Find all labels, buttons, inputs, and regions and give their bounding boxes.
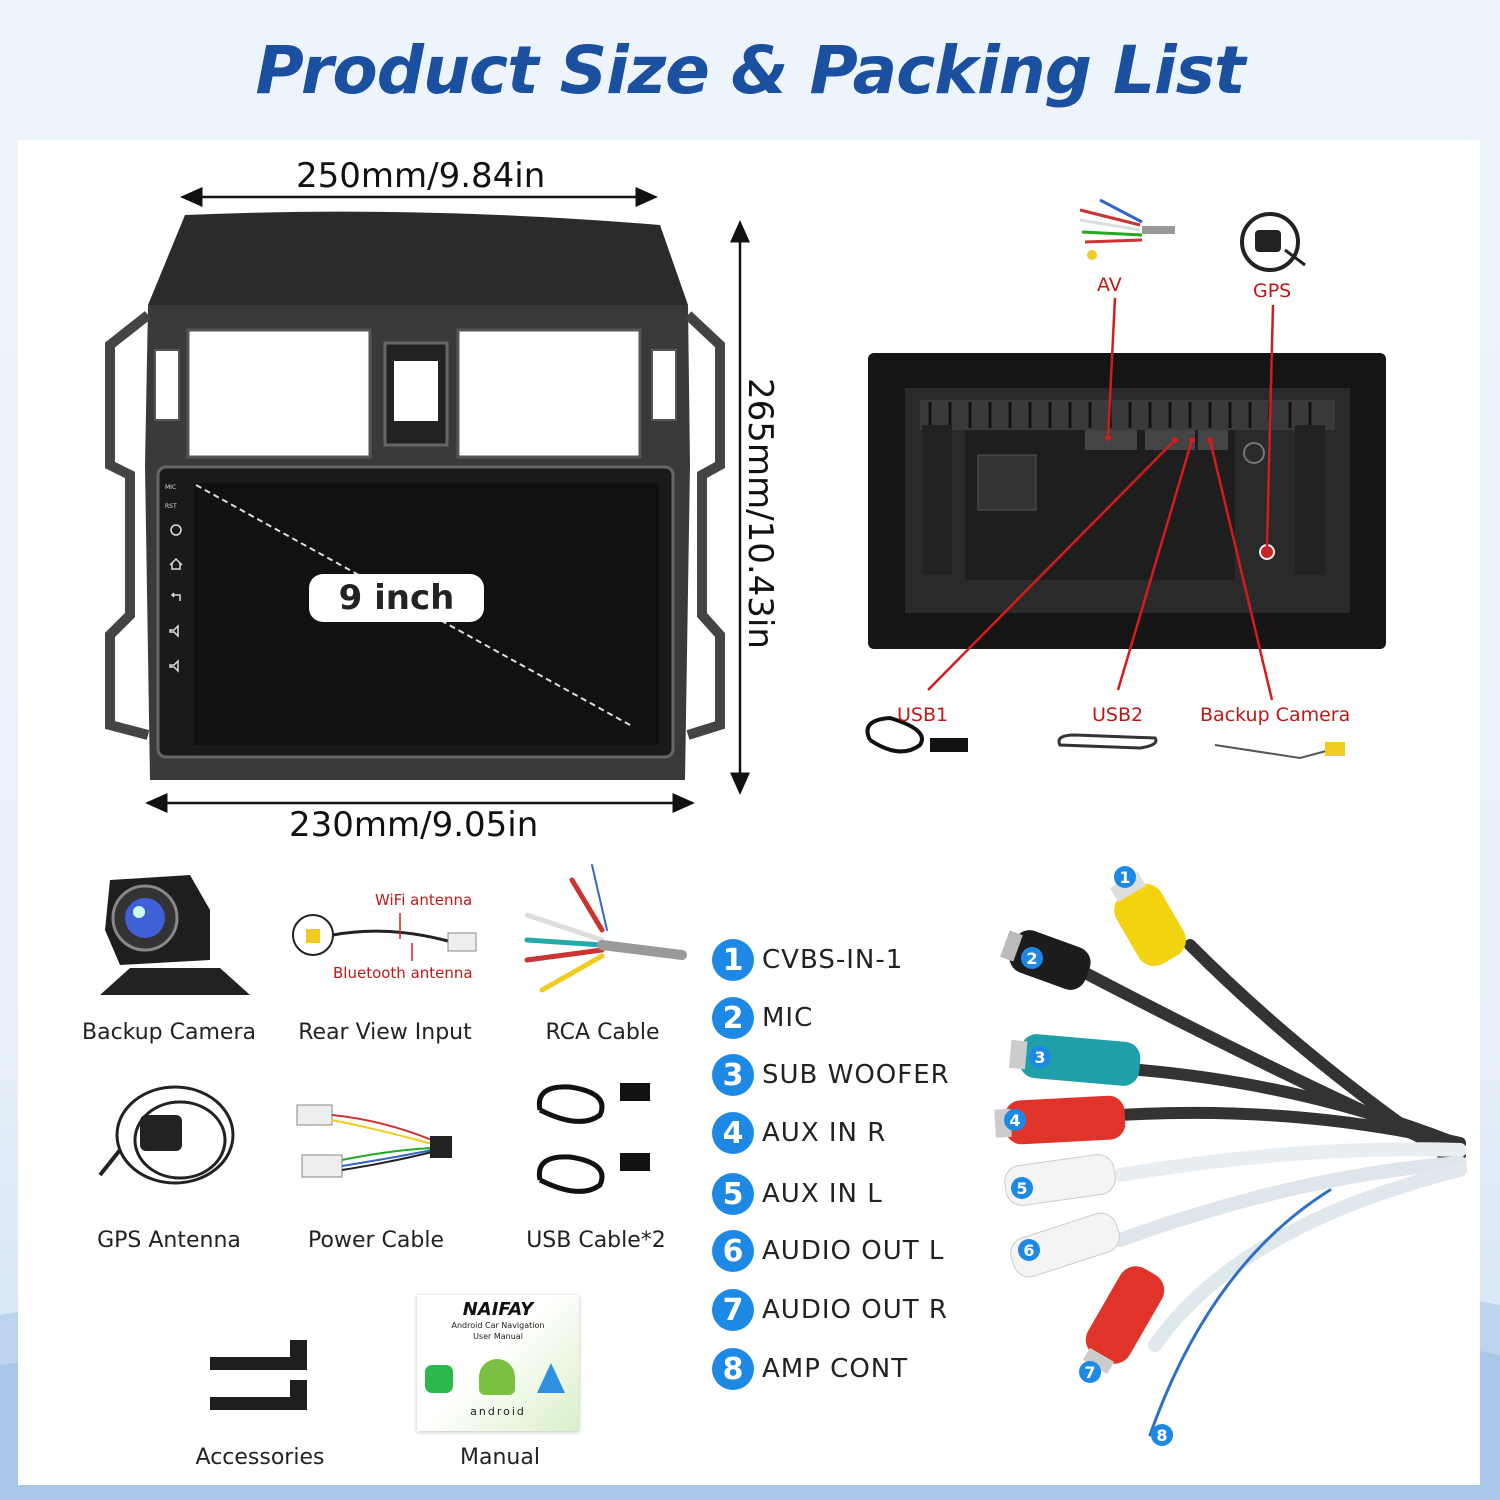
legend-item-2: 2 MIC <box>712 996 813 1040</box>
legend-label: AUDIO OUT L <box>762 1236 945 1266</box>
manual-brand: NAIFAY <box>462 1299 534 1320</box>
caption-usb-cable: USB Cable*2 <box>526 1228 666 1253</box>
rst-label: RST <box>165 503 177 510</box>
svg-text:1: 1 <box>1119 868 1130 887</box>
caption-rear-view-input: Rear View Input <box>298 1020 472 1045</box>
legend-label: MIC <box>762 1003 814 1033</box>
width-top-label: 250mm/9.84in <box>296 156 546 196</box>
svg-text:8: 8 <box>1156 1426 1167 1445</box>
legend-number: 3 <box>712 1054 754 1096</box>
caption-gps-antenna: GPS Antenna <box>97 1228 241 1253</box>
legend-item-7: 7 AUDIO OUT R <box>712 1288 948 1332</box>
gps-antenna-icon <box>98 1085 235 1185</box>
manual-line1: Android Car Navigation <box>451 1321 545 1330</box>
manual-line2: User Manual <box>473 1332 523 1341</box>
rca-bundle-drawing: 1 2 3 4 5 6 7 8 <box>994 866 1467 1446</box>
height-label: 265mm/10.43in <box>740 378 780 649</box>
legend-number: 8 <box>712 1348 754 1390</box>
brackets-icon <box>210 1340 307 1410</box>
manual-cover: NAIFAY Android Car Navigation User Manua… <box>417 1295 579 1431</box>
android-auto-icon <box>537 1363 565 1393</box>
legend-label: AUX IN L <box>762 1179 883 1209</box>
svg-text:2: 2 <box>1026 949 1037 968</box>
legend-label: AUX IN R <box>762 1118 887 1148</box>
legend-item-6: 6 AUDIO OUT L <box>712 1229 944 1273</box>
caption-power-cable: Power Cable <box>308 1228 444 1253</box>
legend-number: 1 <box>712 939 754 981</box>
legend-number: 4 <box>712 1112 754 1154</box>
av-label: AV <box>1097 274 1122 296</box>
backup-camera-icon <box>100 875 250 995</box>
legend-item-5: 5 AUX IN L <box>712 1172 883 1216</box>
caption-backup-camera: Backup Camera <box>82 1020 256 1045</box>
legend-number: 2 <box>712 997 754 1039</box>
bluetooth-antenna-label: Bluetooth antenna <box>333 964 473 982</box>
usb2-label: USB2 <box>1092 704 1144 726</box>
usb-cables-icon <box>536 1083 650 1194</box>
svg-text:6: 6 <box>1023 1241 1034 1260</box>
legend-label: AUDIO OUT R <box>762 1295 948 1325</box>
manual-os: android <box>470 1405 526 1418</box>
mic-label: MIC <box>165 484 177 491</box>
legend-item-1: 1 CVBS-IN-1 <box>712 938 903 982</box>
legend-item-3: 3 SUB WOOFER <box>712 1053 950 1097</box>
legend-label: SUB WOOFER <box>762 1060 950 1090</box>
caption-accessories: Accessories <box>195 1445 325 1470</box>
legend-item-4: 4 AUX IN R <box>712 1111 886 1155</box>
usb1-label: USB1 <box>897 704 949 726</box>
legend-label: AMP CONT <box>762 1354 909 1384</box>
head-unit-drawing <box>105 187 750 813</box>
android-icon <box>479 1359 515 1395</box>
rear-view-input-icon <box>292 913 477 961</box>
legend-label: CVBS-IN-1 <box>762 945 904 975</box>
width-bottom-label: 230mm/9.05in <box>289 805 539 845</box>
page-title: Product Size & Packing List <box>255 32 1245 109</box>
svg-text:3: 3 <box>1034 1048 1045 1067</box>
backup-camera-callout: Backup Camera <box>1200 704 1351 726</box>
back-panel-drawing <box>865 198 1386 760</box>
caption-manual: Manual <box>460 1445 540 1470</box>
svg-text:4: 4 <box>1009 1111 1020 1130</box>
svg-text:5: 5 <box>1016 1179 1027 1198</box>
power-cable-icon <box>296 1104 452 1178</box>
gps-label: GPS <box>1253 280 1292 302</box>
wifi-antenna-label: WiFi antenna <box>375 891 473 909</box>
screen-size-badge: 9 inch <box>309 574 484 622</box>
legend-number: 7 <box>712 1289 754 1331</box>
caption-rca-cable: RCA Cable <box>545 1020 660 1045</box>
svg-text:7: 7 <box>1084 1363 1095 1382</box>
carplay-icon <box>425 1365 453 1393</box>
legend-item-8: 8 AMP CONT <box>712 1347 908 1391</box>
rca-cable-icon <box>524 864 687 993</box>
legend-number: 6 <box>712 1230 754 1272</box>
legend-number: 5 <box>712 1173 754 1215</box>
